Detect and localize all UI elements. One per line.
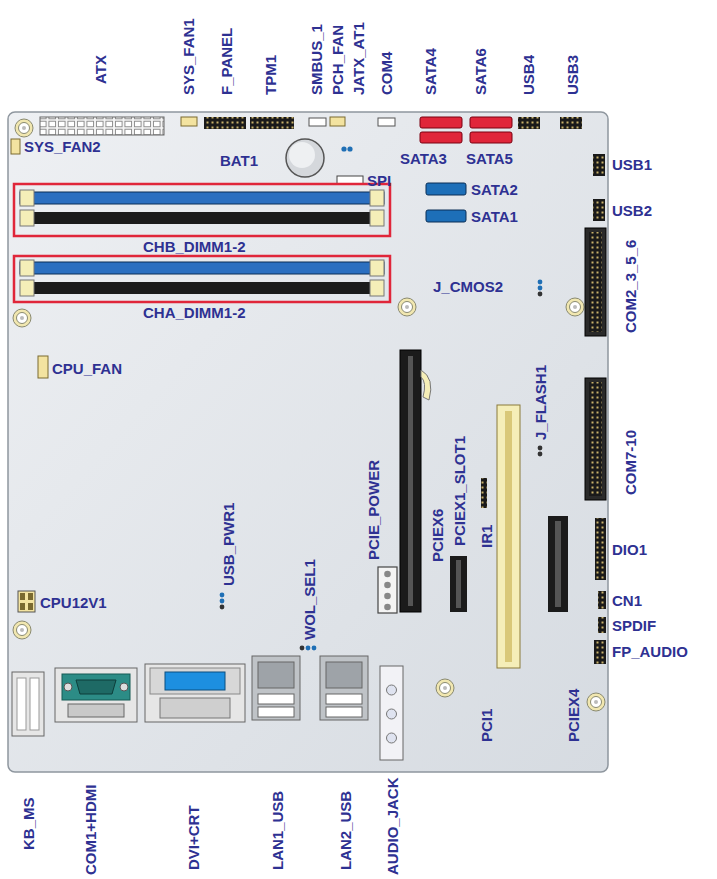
battery bbox=[286, 139, 324, 177]
part-label: USB3 bbox=[564, 55, 581, 95]
pcie-slot bbox=[450, 556, 467, 612]
part-label: J_CMOS2 bbox=[433, 278, 503, 295]
part-label: TPM1 bbox=[262, 55, 279, 95]
part-label: JATX_AT1 bbox=[350, 22, 367, 95]
part-label: SATA4 bbox=[422, 48, 439, 95]
sata-connector bbox=[426, 183, 466, 195]
part-label: J_FLASH1 bbox=[532, 365, 549, 440]
jumper bbox=[341, 146, 352, 151]
part-label: LAN2_USB bbox=[337, 791, 354, 870]
usb-header bbox=[560, 117, 582, 129]
part-label: SATA1 bbox=[471, 208, 518, 225]
part-label: FP_AUDIO bbox=[612, 643, 688, 660]
usb-header bbox=[518, 117, 540, 129]
pin-header bbox=[250, 117, 294, 129]
usb-header bbox=[593, 199, 605, 221]
audio-header bbox=[594, 640, 606, 664]
pin-header bbox=[598, 591, 606, 609]
jumper bbox=[538, 280, 543, 297]
part-label: LAN1_USB bbox=[269, 791, 286, 870]
part-label: CPU_FAN bbox=[52, 360, 122, 377]
part-label: AUDIO_JACK bbox=[384, 777, 401, 875]
jumper bbox=[538, 446, 543, 457]
part-label: SATA2 bbox=[471, 181, 518, 198]
com-header bbox=[585, 228, 606, 336]
sata-connector bbox=[426, 210, 466, 222]
ir-header bbox=[481, 478, 487, 508]
part-label: BAT1 bbox=[220, 152, 258, 169]
power-connector bbox=[18, 591, 35, 612]
sata-connector bbox=[470, 132, 512, 143]
sata-connector bbox=[420, 132, 462, 143]
ps2-port bbox=[12, 672, 44, 736]
part-label: F_PANEL bbox=[218, 28, 235, 95]
jumper bbox=[220, 593, 225, 610]
part-label: IR1 bbox=[478, 525, 495, 548]
com-hdmi-port bbox=[55, 668, 137, 722]
dio-header bbox=[595, 518, 606, 580]
part-label: PCI1 bbox=[478, 709, 495, 742]
smbus-header bbox=[309, 118, 326, 126]
part-label: SPDIF bbox=[612, 617, 656, 634]
dvi-crt-port bbox=[145, 664, 245, 722]
part-label: PCIE_POWER bbox=[365, 460, 382, 560]
part-label: SATA5 bbox=[466, 150, 513, 167]
part-label: PCH_FAN bbox=[329, 25, 346, 95]
part-label: USB1 bbox=[612, 156, 652, 173]
pci-slot bbox=[497, 405, 520, 668]
part-label: USB_PWR1 bbox=[220, 503, 237, 586]
pcie-slot bbox=[548, 516, 568, 612]
part-label: PCIEX4 bbox=[565, 689, 582, 742]
com-header bbox=[585, 378, 606, 500]
usb-header bbox=[593, 154, 605, 176]
lan-usb-port bbox=[252, 656, 300, 720]
com-header bbox=[378, 118, 395, 126]
molex-connector bbox=[378, 567, 397, 613]
part-label: COM4 bbox=[378, 52, 395, 95]
part-label: CHB_DIMM1-2 bbox=[143, 238, 246, 255]
pin-header bbox=[598, 617, 606, 633]
part-label: CPU12V1 bbox=[40, 594, 107, 611]
part-label: WOL_SEL1 bbox=[301, 559, 318, 640]
part-label: SYS_FAN2 bbox=[24, 138, 101, 155]
part-label: ATX bbox=[92, 55, 109, 84]
sata-connector bbox=[420, 117, 462, 128]
part-label: CHA_DIMM1-2 bbox=[143, 304, 246, 321]
part-label: KB_MS bbox=[20, 797, 37, 850]
part-label: SMBUS_1 bbox=[308, 24, 325, 95]
atx-connector bbox=[40, 117, 164, 135]
part-label: SYS_FAN1 bbox=[180, 18, 197, 95]
dimm-slots bbox=[14, 184, 390, 302]
sata-connector bbox=[470, 117, 512, 128]
part-label: COM2_3_5_6 bbox=[622, 240, 639, 333]
fan-header bbox=[330, 117, 345, 126]
pin-header bbox=[204, 117, 246, 129]
part-label: SPI bbox=[367, 172, 391, 189]
pcie-slot bbox=[400, 350, 431, 612]
pcb bbox=[8, 112, 608, 772]
fan-header bbox=[181, 117, 197, 126]
part-label: CN1 bbox=[612, 592, 642, 609]
part-label: SATA6 bbox=[472, 48, 489, 95]
fan-header bbox=[11, 139, 20, 154]
part-label: COM1+HDMI bbox=[82, 785, 99, 875]
part-label: DVI+CRT bbox=[185, 805, 202, 870]
part-label: PCIEX1_SLOT1 bbox=[451, 436, 468, 546]
jumper bbox=[300, 646, 317, 651]
part-label: USB2 bbox=[612, 202, 652, 219]
part-label: PCIEX6 bbox=[429, 509, 446, 562]
part-label: USB4 bbox=[520, 55, 537, 95]
audio-jack bbox=[380, 666, 403, 760]
part-label: DIO1 bbox=[612, 541, 647, 558]
lan-usb-port bbox=[320, 656, 368, 720]
part-label: COM7-10 bbox=[622, 430, 639, 495]
part-label: SATA3 bbox=[400, 150, 447, 167]
fan-header bbox=[38, 356, 48, 378]
